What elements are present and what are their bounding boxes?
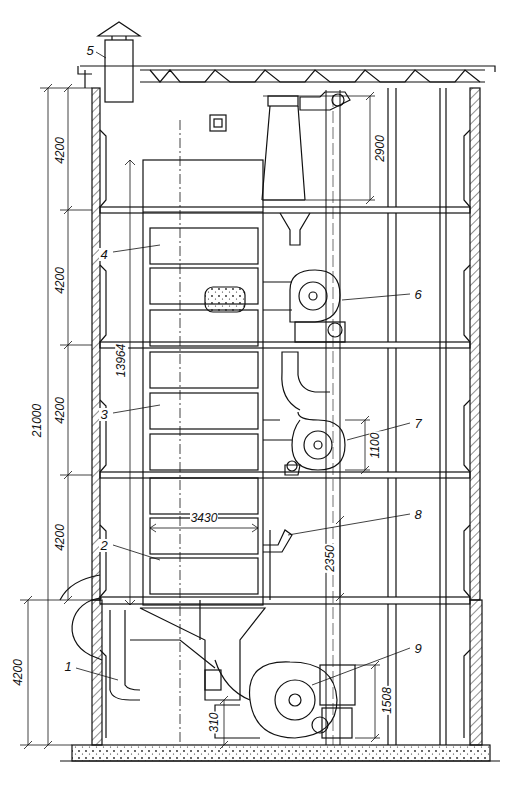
dimension-label: 4200	[53, 523, 66, 552]
dimension-label: 2350	[323, 544, 336, 573]
dimension-label: 4200	[53, 266, 66, 295]
callout-number: 1	[63, 660, 72, 673]
dimension-label: 4200	[53, 396, 66, 425]
dimension-label: 4200	[11, 658, 24, 687]
dimension-label: 1508	[380, 686, 393, 715]
callout-number: 5	[85, 44, 94, 57]
callout-number: 7	[413, 417, 422, 430]
dimension-label: 4200	[53, 136, 66, 165]
dimension-label: 1100	[370, 431, 383, 459]
callout-number: 9	[413, 642, 422, 655]
dimension-label: 13964	[116, 342, 129, 377]
callout-number: 6	[413, 288, 422, 301]
callout-number: 8	[413, 508, 422, 521]
dimension-label: 310	[208, 711, 221, 733]
dimension-label: 21000	[32, 402, 45, 437]
callout-number: 3	[99, 408, 108, 421]
callout-number: 4	[99, 248, 108, 261]
callout-number: 2	[99, 539, 108, 552]
dimension-label: 2900	[373, 134, 386, 163]
dimension-label: 3430	[190, 512, 219, 525]
